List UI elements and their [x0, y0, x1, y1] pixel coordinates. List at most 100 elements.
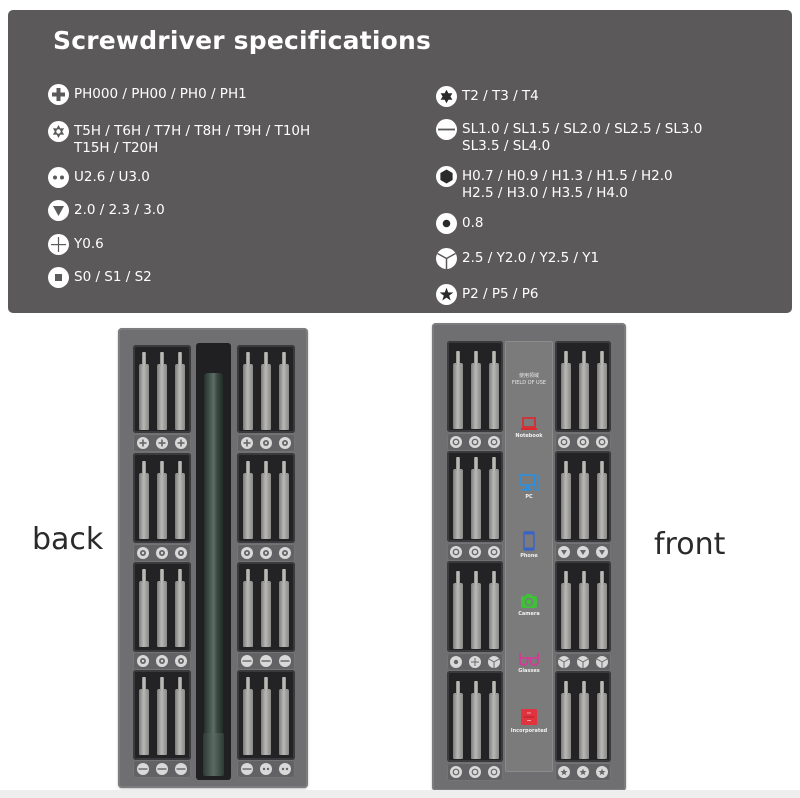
bit[interactable] [471, 681, 481, 759]
specifications-panel: Screwdriver specifications PH000 / PH00 … [8, 10, 792, 313]
bit[interactable] [261, 461, 271, 539]
handle-collar [203, 733, 224, 776]
spec-item-phillips: PH000 / PH00 / PH0 / PH1 [48, 84, 247, 105]
hex-icon [436, 166, 457, 187]
spec-text: T2 / T3 / T4 [462, 88, 539, 104]
tri-wing-icon [436, 248, 457, 269]
bit[interactable] [175, 569, 185, 647]
cabinet-icon [521, 709, 537, 725]
spec-item-slotted: SL1.0 / SL1.5 / SL2.0 / SL2.5 / SL3.0 SL… [436, 119, 702, 155]
bit[interactable] [453, 351, 463, 429]
bit[interactable] [489, 571, 499, 649]
bit[interactable] [175, 677, 185, 755]
hex-icon [468, 436, 481, 448]
bit[interactable] [597, 681, 607, 759]
bit[interactable] [243, 352, 253, 430]
slotted-icon [155, 763, 168, 775]
bit-type-marks [133, 434, 191, 452]
bit[interactable] [279, 352, 289, 430]
torx-hollow-icon [279, 437, 292, 449]
bit[interactable] [471, 351, 481, 429]
dot-icon [436, 213, 457, 234]
spec-text: Y0.6 [74, 236, 104, 252]
bit[interactable] [279, 677, 289, 755]
bit[interactable] [453, 457, 463, 539]
bit[interactable] [597, 461, 607, 539]
bit[interactable] [175, 461, 185, 539]
usage-phone: Phone [505, 531, 553, 559]
bit[interactable] [453, 681, 463, 759]
bit[interactable] [243, 569, 253, 647]
bit[interactable] [157, 569, 167, 647]
bit[interactable] [597, 571, 607, 649]
bit[interactable] [453, 571, 463, 649]
bit[interactable] [561, 571, 571, 649]
bit[interactable] [157, 352, 167, 430]
bit[interactable] [561, 681, 571, 759]
bit-type-marks [555, 543, 611, 561]
back-label: back [32, 522, 104, 557]
bit[interactable] [157, 461, 167, 539]
pentalobe-icon [558, 766, 571, 778]
bit[interactable] [489, 351, 499, 429]
spec-text: H0.7 / H0.9 / H1.3 / H1.5 / H2.0 [462, 168, 673, 184]
torx-hollow-icon [279, 547, 292, 559]
hex-icon [450, 546, 463, 558]
bit[interactable] [243, 461, 253, 539]
bit[interactable] [261, 352, 271, 430]
phillips-icon [136, 437, 149, 449]
torx-hollow-icon [175, 655, 188, 667]
bit[interactable] [261, 569, 271, 647]
bit[interactable] [561, 461, 571, 539]
bit[interactable] [175, 352, 185, 430]
bit[interactable] [579, 681, 589, 759]
screwdriver-handle[interactable] [204, 373, 223, 776]
bit[interactable] [139, 569, 149, 647]
bottom-strip [0, 790, 800, 798]
bit[interactable] [561, 351, 571, 429]
bit[interactable] [579, 351, 589, 429]
front-label: front [654, 527, 726, 562]
laptop-icon [521, 417, 537, 430]
bit[interactable] [579, 571, 589, 649]
usage-incorporated: Incorporated [505, 708, 553, 734]
bit[interactable] [139, 352, 149, 430]
bit[interactable] [489, 681, 499, 759]
hex-icon [468, 546, 481, 558]
slotted-icon [240, 655, 253, 667]
pentalobe-icon [595, 766, 608, 778]
triangle-icon [576, 546, 589, 558]
phillips-icon [240, 437, 253, 449]
u-type-icon [279, 763, 292, 775]
bit[interactable] [139, 461, 149, 539]
spec-item-u-type: U2.6 / U3.0 [48, 167, 150, 188]
bit[interactable] [139, 677, 149, 755]
square-icon [487, 766, 500, 778]
bit[interactable] [579, 461, 589, 539]
bit[interactable] [489, 457, 499, 539]
bit[interactable] [243, 677, 253, 755]
torx-hollow-icon [259, 437, 272, 449]
hex-icon [487, 436, 500, 448]
usage-pc: PC [505, 474, 553, 500]
spec-item-torx-hollow: T5H / T6H / T7H / T8H / T9H / T10H T15H … [48, 121, 310, 157]
usage-header-en: FIELD OF USE [511, 380, 547, 386]
bit[interactable] [279, 461, 289, 539]
bit-type-marks [447, 763, 503, 781]
pentalobe-icon [576, 766, 589, 778]
torx-hollow-icon [259, 547, 272, 559]
bit[interactable] [261, 677, 271, 755]
tri-wing-icon [558, 656, 571, 668]
bit[interactable] [597, 351, 607, 429]
slotted-icon [279, 655, 292, 667]
bit[interactable] [279, 569, 289, 647]
bit[interactable] [471, 571, 481, 649]
spec-item-square: S0 / S1 / S2 [48, 267, 152, 288]
bit-type-marks [447, 433, 503, 451]
torx-hollow-icon [155, 655, 168, 667]
torx-hollow-icon [48, 121, 69, 142]
bit[interactable] [471, 457, 481, 539]
triangle-icon [558, 546, 571, 558]
tri-wing-icon [487, 656, 500, 668]
bit[interactable] [157, 677, 167, 755]
